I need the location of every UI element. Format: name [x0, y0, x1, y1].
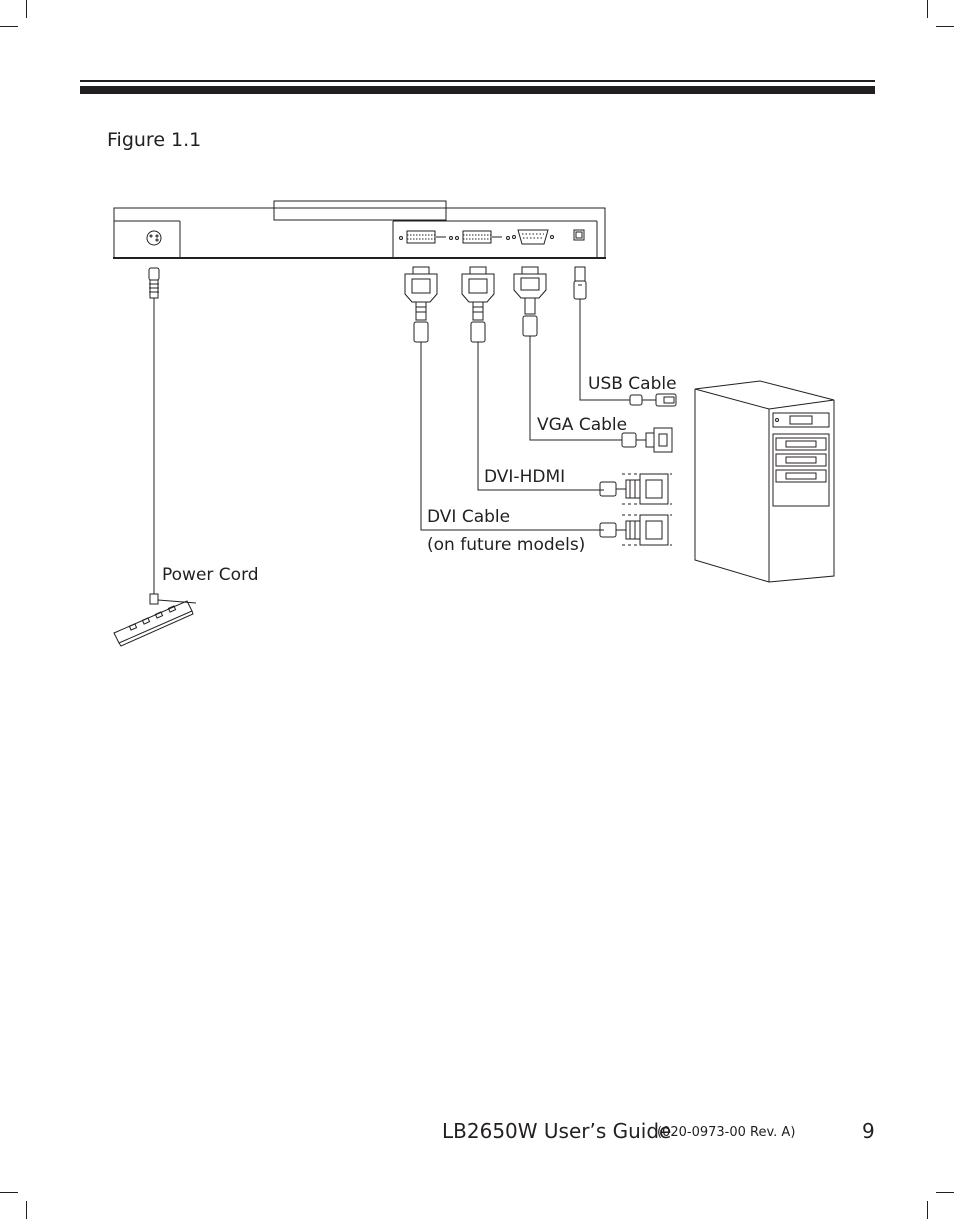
monitor-rear-panel [113, 200, 606, 259]
crop-mark-top-right-h [936, 26, 954, 27]
crop-mark-top-left-h [0, 26, 18, 27]
dvi-plug-pc-icon [599, 514, 672, 546]
figure-title: Figure 1.1 [107, 129, 202, 151]
dvi-hdmi-port-icon [455, 230, 510, 244]
header-rule-thin [80, 80, 875, 82]
crop-mark-bottom-left-v [26, 1201, 27, 1219]
usb-connector-icon [573, 266, 587, 300]
vga-cable-label: VGA Cable [537, 415, 627, 435]
footer-revision: (020-0973-00 Rev. A) [657, 1125, 796, 1140]
power-plug-icon [148, 267, 160, 299]
usb-port-icon [573, 229, 585, 241]
vga-connector-icon [513, 266, 547, 337]
crop-mark-top-right-v [927, 0, 928, 18]
usb-cable-line [579, 299, 630, 401]
dvi-hdmi-plug-pc-icon [599, 473, 672, 505]
header-rule-thick [80, 86, 875, 94]
dvi-hdmi-cable-line [477, 342, 604, 491]
power-inlet-icon [146, 230, 162, 246]
power-strip-icon [113, 593, 197, 647]
dvi-port-icon [399, 230, 453, 244]
footer-title: LB2650W User’s Guide [442, 1119, 672, 1143]
crop-mark-bottom-right-h [936, 1192, 954, 1193]
page-number: 9 [862, 1119, 875, 1143]
usb-cable-label: USB Cable [588, 374, 677, 394]
crop-mark-bottom-right-v [927, 1201, 928, 1219]
crop-mark-top-left-v [26, 0, 27, 18]
dvi-cable-label: DVI Cable [427, 507, 510, 527]
pc-tower-icon [694, 380, 835, 583]
dvi-cable-note: (on future models) [427, 535, 585, 555]
vga-cable-line [529, 336, 622, 441]
dvi-hdmi-cable-label: DVI-HDMI [484, 467, 565, 487]
dvi-hdmi-connector-icon [461, 266, 495, 343]
vga-plug-pc-icon [621, 427, 673, 453]
crop-mark-bottom-left-h [0, 1192, 18, 1193]
vga-port-icon [512, 229, 554, 245]
dvi-cable-line [420, 342, 604, 531]
dvi-connector-icon [404, 266, 438, 343]
usb-plug-pc-icon [629, 393, 677, 407]
power-cord-label: Power Cord [162, 565, 259, 585]
